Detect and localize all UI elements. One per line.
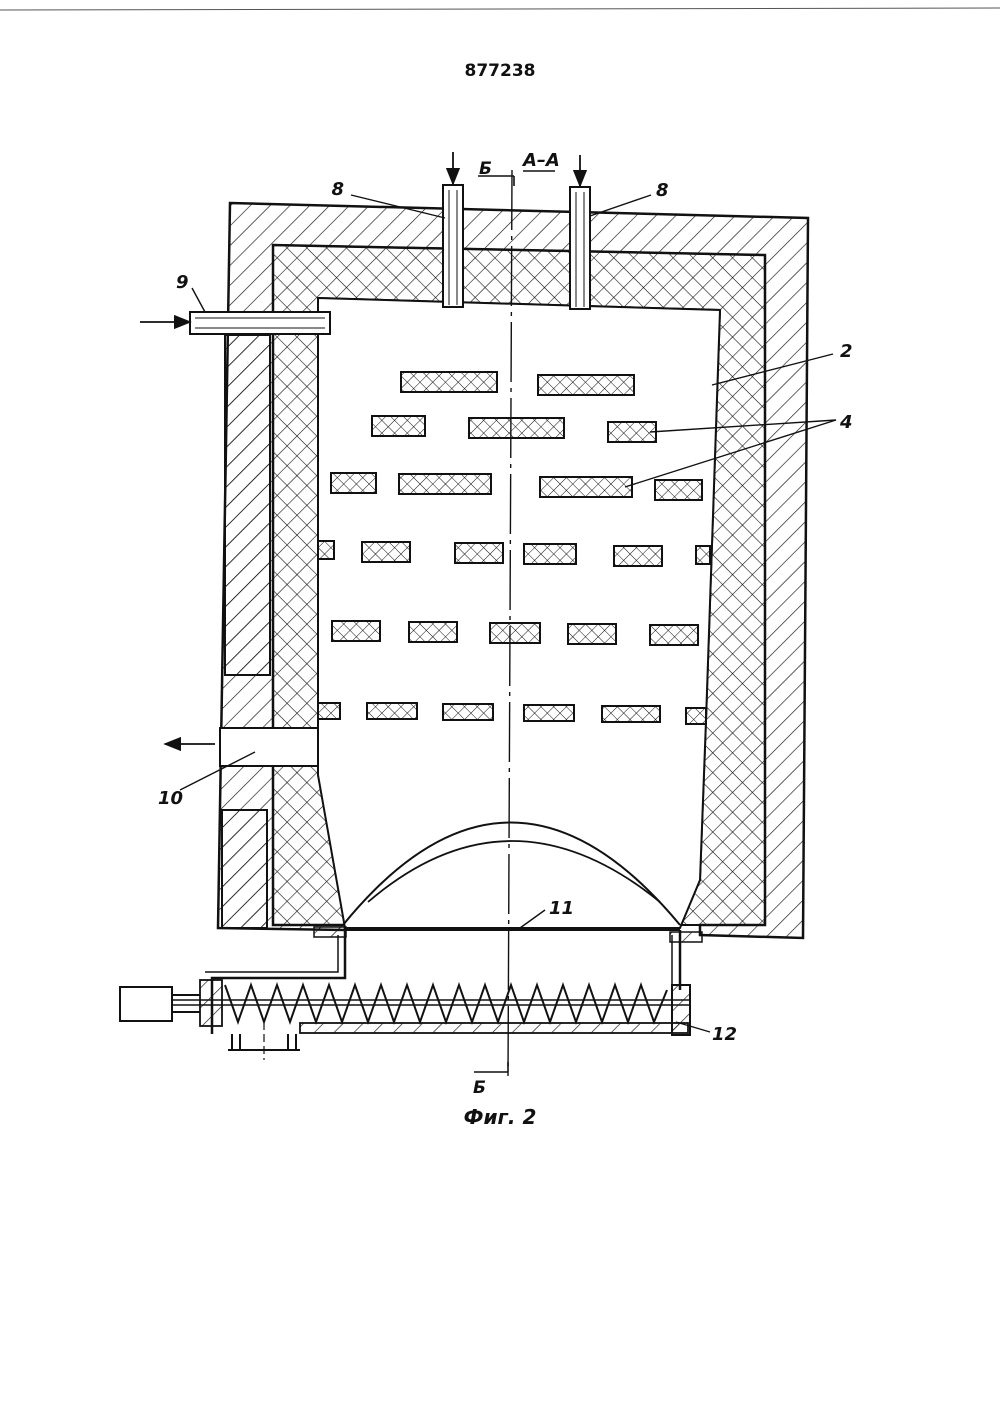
callout-2: 2	[840, 341, 853, 362]
page-border-top	[0, 8, 1000, 10]
shelf	[443, 704, 493, 720]
burner-right	[570, 187, 590, 309]
callout-8-left: 8	[331, 179, 344, 200]
shelf	[568, 624, 616, 644]
drive-motor	[120, 987, 172, 1021]
shelf	[399, 474, 491, 494]
left-wall-upper-block	[225, 335, 270, 675]
callout-12: 12	[712, 1024, 737, 1045]
shelf	[650, 625, 698, 645]
shelf	[362, 542, 410, 562]
callout-10: 10	[158, 788, 183, 809]
shelf	[608, 422, 656, 442]
shelf	[540, 477, 632, 497]
inlet-pipe	[140, 312, 330, 334]
shelf	[331, 473, 376, 493]
patent-number: 877238	[465, 61, 536, 81]
shelf	[409, 622, 457, 642]
shelf	[490, 623, 540, 643]
callout-11: 11	[549, 898, 574, 919]
chamber	[318, 298, 720, 928]
outlet-channel	[220, 728, 318, 766]
section-label: А–А	[521, 150, 560, 171]
screw-helix	[225, 985, 667, 1022]
left-wall-block	[222, 810, 267, 928]
wall-stub	[318, 703, 340, 719]
callout-9: 9	[176, 272, 189, 293]
shelf	[524, 544, 576, 564]
shelf	[655, 480, 702, 500]
burner-left	[443, 185, 463, 307]
shelf	[401, 372, 497, 392]
callout-4: 4	[839, 412, 853, 433]
shelf	[524, 705, 574, 721]
wall-stub	[686, 708, 706, 724]
shelf	[372, 416, 425, 436]
shelf	[538, 375, 634, 395]
figure-caption: Фиг. 2	[464, 1105, 537, 1129]
wall-stub	[696, 546, 710, 564]
shelf	[455, 543, 503, 563]
shelf	[367, 703, 417, 719]
screw-conveyor	[120, 927, 702, 1060]
section-cut-label-bottom: Б	[473, 1078, 486, 1098]
callout-8-right: 8	[656, 180, 669, 201]
shelf	[469, 418, 564, 438]
shelf	[602, 706, 660, 722]
section-cut-label-top: Б	[479, 159, 492, 179]
shelf	[614, 546, 662, 566]
shelf	[332, 621, 380, 641]
wall-stub	[318, 541, 334, 559]
